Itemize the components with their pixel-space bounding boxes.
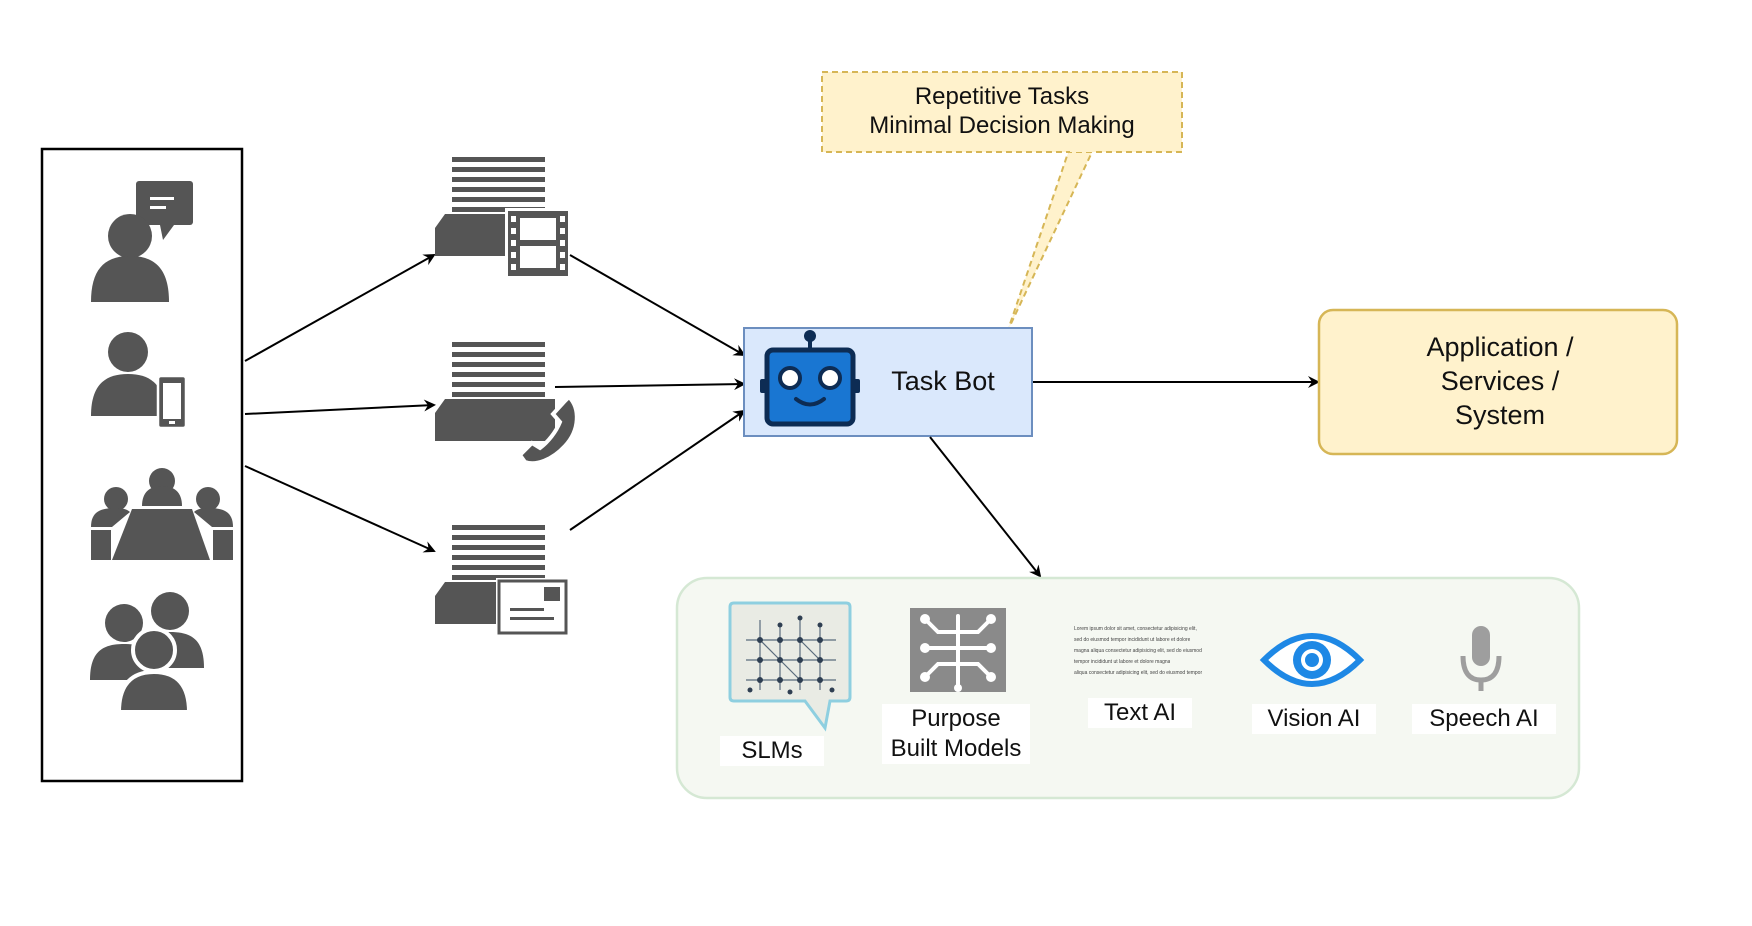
bot-to-tools-arrow — [929, 436, 1042, 578]
users-to-phone-arrow — [244, 399, 436, 415]
text-ai-label: Text AI — [1088, 698, 1192, 728]
application-line-1: Application / — [1426, 332, 1574, 362]
users-to-video-arrow — [244, 254, 436, 362]
purpose-built-line-1: Purpose — [911, 705, 1001, 732]
lorem-line: aliqua consectetur adipisicing elit, sed… — [1074, 670, 1203, 676]
fax-phone-icon — [435, 342, 579, 466]
fax-video-icon — [435, 157, 570, 278]
note-line-1: Repetitive Tasks — [914, 83, 1090, 110]
speech-ai-label: Speech AI — [1412, 704, 1556, 734]
lorem-line: Lorem ipsum dolor sit amet, consectetur … — [1074, 626, 1197, 632]
task-bot-label: Task Bot — [891, 366, 995, 396]
slms-label: SLMs — [720, 736, 824, 766]
note-line-2: Minimal Decision Making — [869, 112, 1135, 139]
people-group-icon — [90, 592, 204, 714]
note-box — [821, 71, 1183, 153]
lorem-line: tempor incididunt ut labore et dolore ma… — [1074, 659, 1171, 665]
text-document-icon: Lorem ipsum dolor sit amet, consectetur … — [1074, 624, 1203, 684]
robot-icon — [760, 330, 860, 427]
application-line-3: System — [1454, 400, 1546, 430]
meeting-group-icon — [91, 468, 233, 560]
lorem-line: magna aliqua consectetur adipisicing eli… — [1074, 648, 1202, 654]
lorem-line: sed do eiusmod tempor incididunt ut labo… — [1074, 637, 1191, 643]
vision-ai-label: Vision AI — [1252, 704, 1376, 734]
microphone-icon — [1460, 626, 1502, 691]
fax-mail-icon — [435, 525, 569, 636]
application-label: Application / Services / System — [1360, 330, 1640, 432]
application-box — [1317, 308, 1679, 456]
slm-network-icon — [728, 601, 852, 732]
note-callout-tail — [1007, 149, 1095, 331]
person-chat-icon — [91, 181, 193, 302]
purpose-built-models-label: Purpose Built Models — [882, 704, 1030, 764]
purpose-built-line-2: Built Models — [890, 735, 1022, 762]
note-text: Repetitive Tasks Minimal Decision Making — [822, 82, 1182, 140]
phone-to-bot-arrow — [554, 378, 746, 391]
mail-to-bot-arrow — [569, 409, 746, 531]
video-to-bot-arrow — [569, 254, 746, 356]
circuit-brain-icon — [910, 608, 1006, 692]
person-mobile-icon — [91, 332, 188, 430]
eye-icon — [1259, 633, 1365, 687]
application-line-2: Services / — [1440, 366, 1560, 396]
users-to-mail-arrow — [244, 465, 436, 553]
